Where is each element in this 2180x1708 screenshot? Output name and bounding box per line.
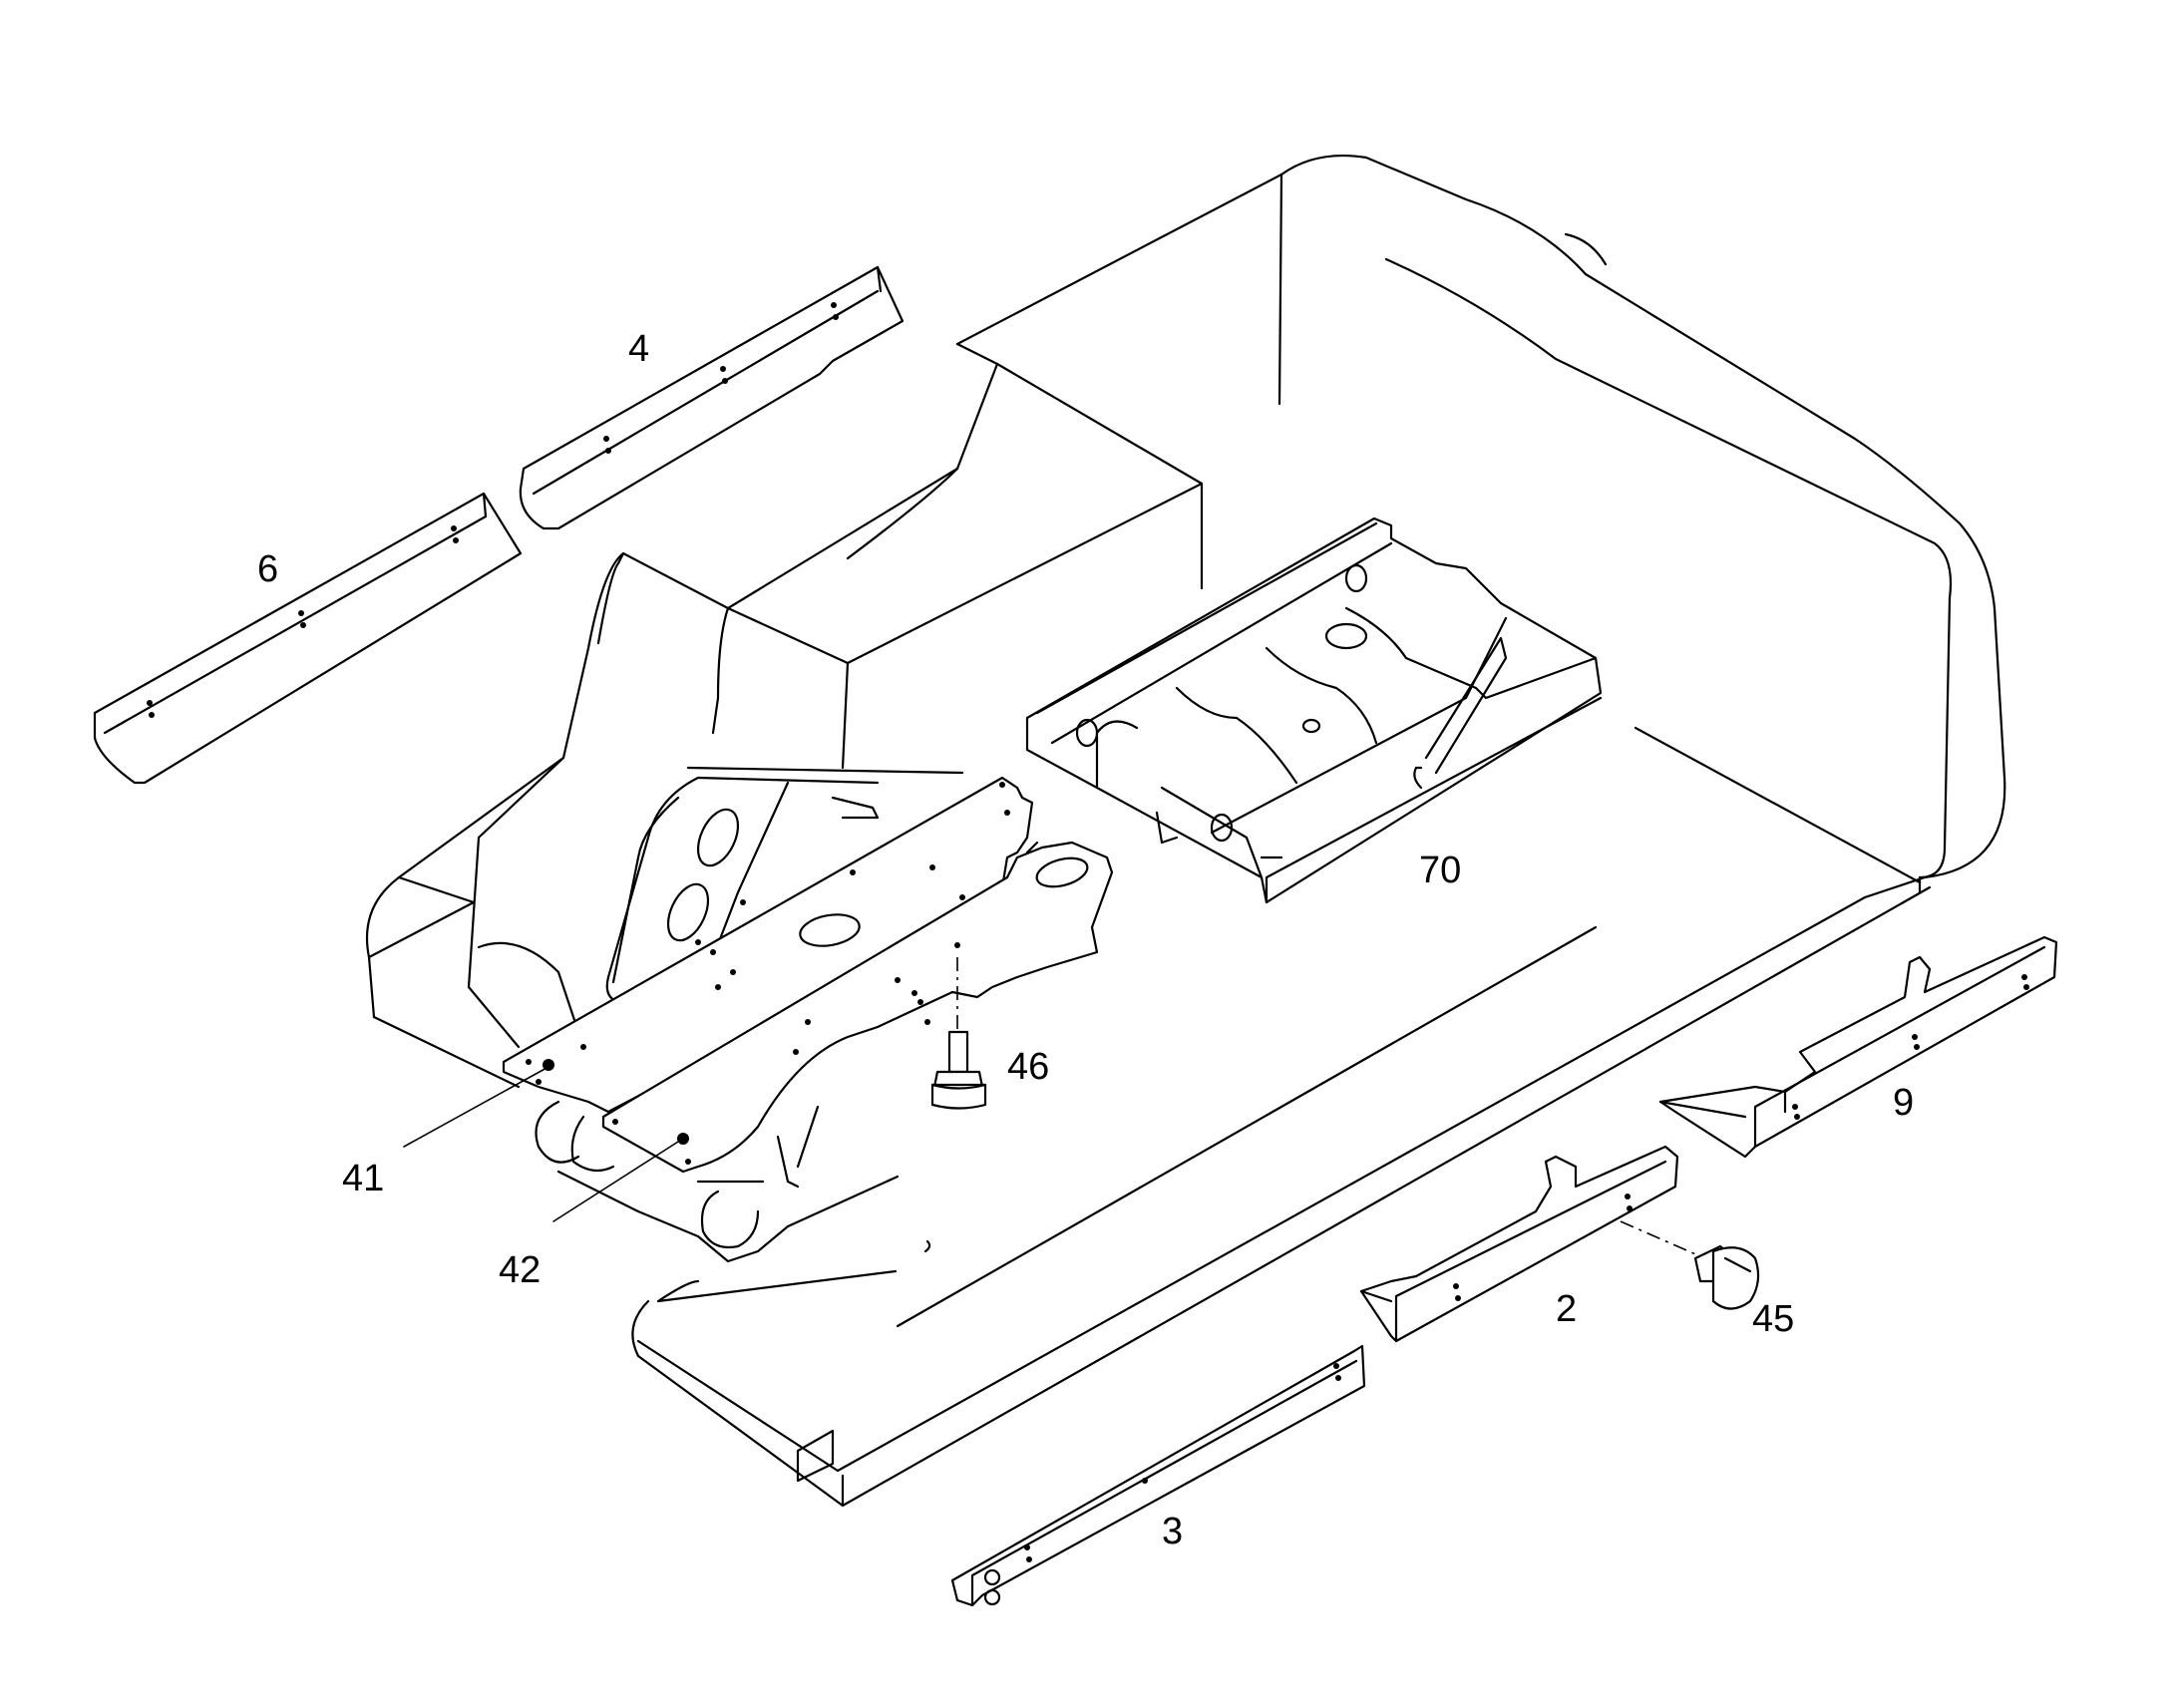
callout-70: 70 (1419, 850, 1461, 891)
plate-part-42 (601, 841, 1114, 1174)
bracket-part-2 (1359, 1145, 1679, 1343)
callout-4: 4 (628, 328, 649, 370)
angle-bar-part-3 (950, 1344, 1366, 1607)
bolt-part-46 (930, 957, 987, 1110)
upper-frame-outline (365, 155, 2006, 1508)
plate-part-41 (502, 776, 1034, 1114)
bracket-part-9 (1658, 935, 2058, 1159)
callout-45: 45 (1752, 1298, 1794, 1340)
leader-line-42 (552, 1141, 679, 1222)
callout-6: 6 (257, 548, 278, 590)
callout-42: 42 (499, 1249, 541, 1291)
callout-9: 9 (1893, 1082, 1914, 1124)
callout-2: 2 (1556, 1288, 1577, 1330)
leader-line-41 (403, 1066, 549, 1148)
angle-bar-part-4 (519, 265, 905, 530)
angle-bar-part-6 (93, 492, 523, 785)
callout-46: 46 (1007, 1046, 1049, 1088)
tray-frame-part-70 (1025, 516, 1603, 904)
callout-41: 41 (342, 1158, 384, 1199)
bolt-part-45 (1620, 1220, 1760, 1310)
callout-3: 3 (1162, 1511, 1183, 1552)
